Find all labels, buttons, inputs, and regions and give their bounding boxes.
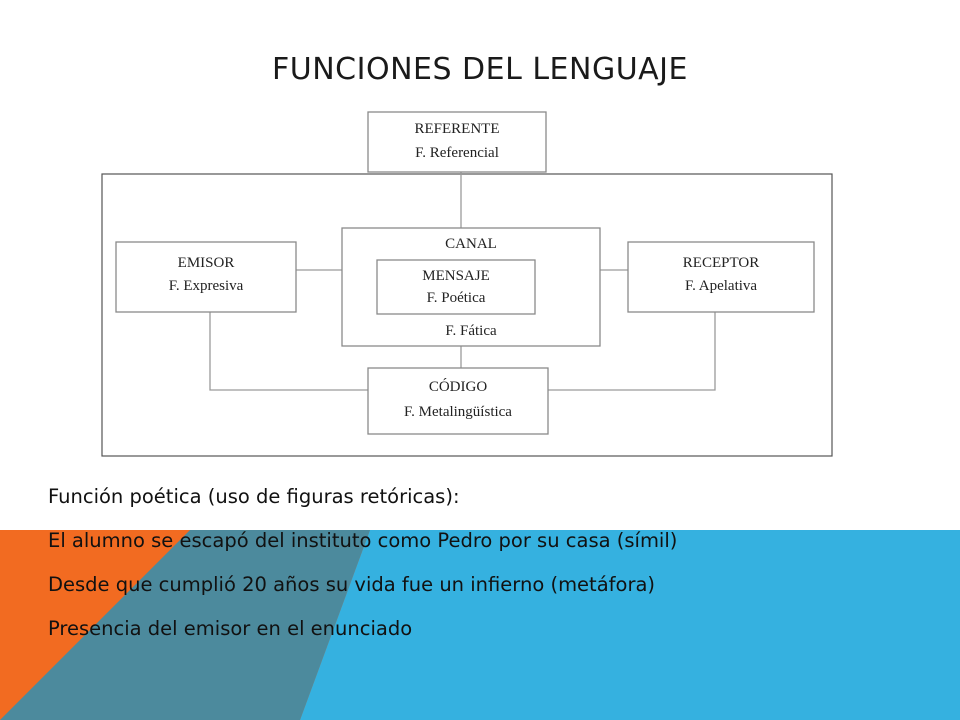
mensaje-function: F. Poética bbox=[427, 290, 486, 306]
canal-name: CANAL bbox=[445, 236, 497, 252]
text-line: Presencia del emisor en el enunciado bbox=[48, 617, 413, 640]
node-receptor: RECEPTOR F. Apelativa bbox=[627, 241, 815, 313]
node-referente: REFERENTE F. Referencial bbox=[367, 111, 547, 173]
receptor-function: F. Apelativa bbox=[685, 278, 757, 294]
text-line: Desde que cumplió 20 años su vida fue un… bbox=[48, 573, 656, 596]
mensaje-name: MENSAJE bbox=[422, 268, 490, 284]
codigo-name: CÓDIGO bbox=[429, 378, 487, 395]
referente-name: REFERENTE bbox=[415, 121, 500, 137]
communication-diagram: REFERENTE F. Referencial EMISOR F. Expre… bbox=[101, 111, 833, 457]
node-codigo: CÓDIGO F. Metalingüística bbox=[367, 367, 549, 435]
text-line: El alumno se escapó del instituto como P… bbox=[48, 529, 678, 552]
slide-title: FUNCIONES DEL LENGUAJE bbox=[272, 52, 688, 87]
text-line: Función poética (uso de figuras retórica… bbox=[48, 485, 460, 508]
connector-emisor-codigo bbox=[209, 312, 368, 391]
connector-receptor-codigo bbox=[548, 312, 716, 391]
codigo-function: F. Metalingüística bbox=[404, 404, 512, 420]
canal-function: F. Fática bbox=[445, 323, 497, 339]
emisor-function: F. Expresiva bbox=[169, 278, 244, 294]
diagram-frame bbox=[101, 173, 833, 457]
receptor-name: RECEPTOR bbox=[683, 255, 759, 271]
referente-function: F. Referencial bbox=[415, 145, 499, 161]
node-mensaje: MENSAJE F. Poética bbox=[376, 259, 536, 315]
teal-triangle bbox=[0, 530, 370, 720]
node-emisor: EMISOR F. Expresiva bbox=[115, 241, 297, 313]
text-lines: Función poética (uso de figuras retórica… bbox=[48, 480, 928, 656]
emisor-name: EMISOR bbox=[178, 255, 235, 271]
